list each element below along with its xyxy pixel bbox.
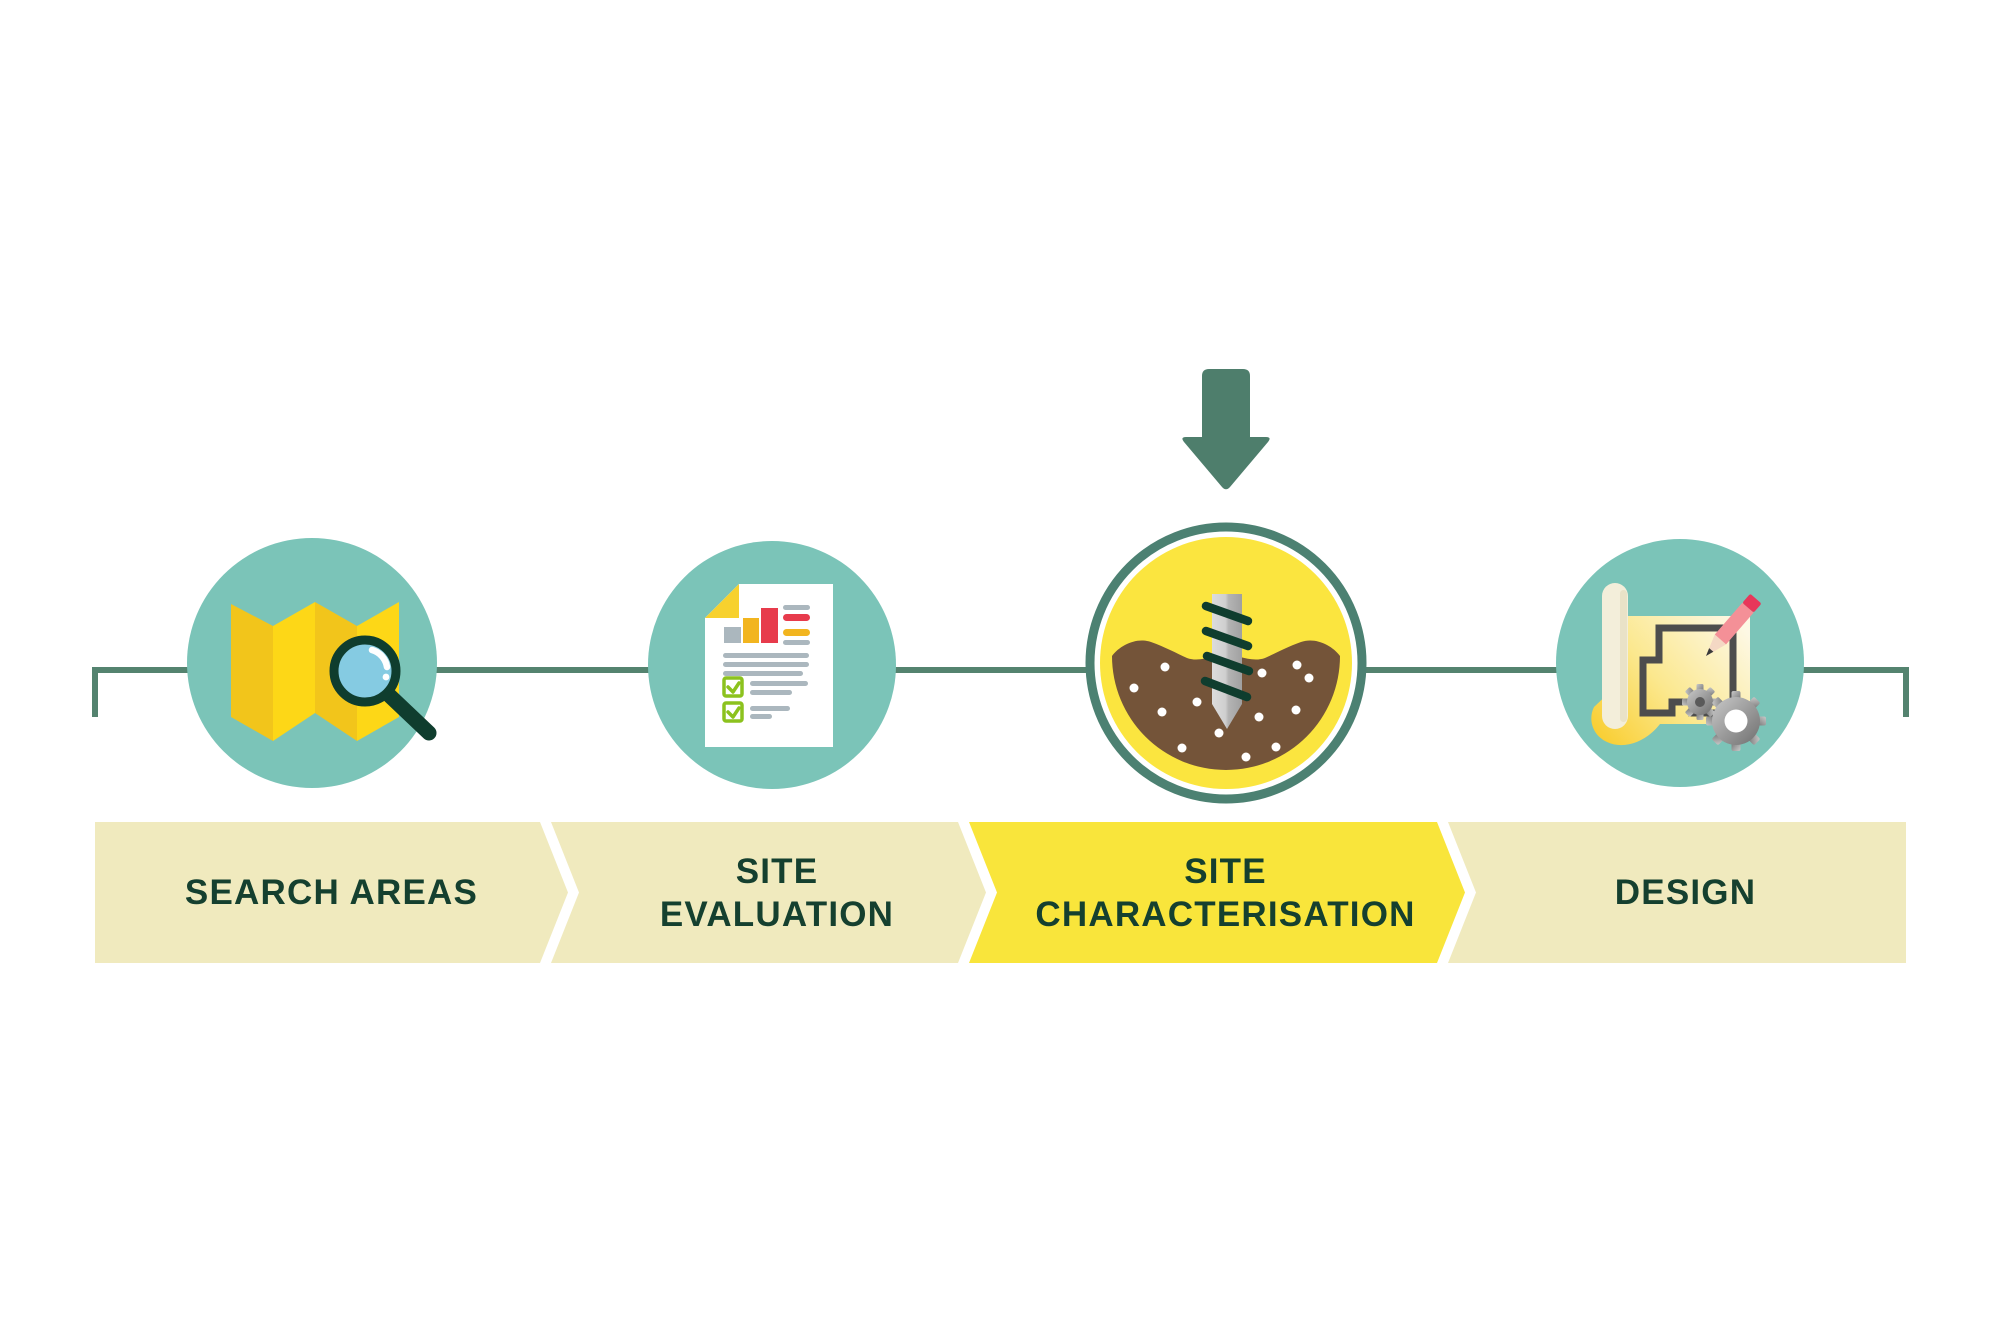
- soil-dots: [1129, 660, 1314, 762]
- stage-label-search-areas: SEARCH AREAS: [184, 873, 479, 912]
- stage-circle-search-areas: [187, 538, 437, 788]
- magnifier-handle: [382, 688, 437, 741]
- timeline-connector-line: [92, 667, 1909, 717]
- stage-chevron-design: [1448, 822, 1906, 963]
- floor-plan-outline: [1639, 624, 1737, 717]
- down-arrow-icon: [1182, 369, 1270, 490]
- pencil-icon: [1706, 594, 1761, 656]
- stage-label-design: DESIGN: [1614, 873, 1757, 912]
- map-magnifier-icon: [231, 602, 437, 741]
- report-checklist-icon: [705, 584, 833, 747]
- soil-auger-icon: [1112, 594, 1340, 770]
- stage-chevron-search-areas: [95, 822, 568, 963]
- stage-label-site-characterisation: SITE CHARACTERISATION: [1035, 851, 1416, 934]
- stage-banner: [95, 822, 1906, 963]
- stage-label-site-evaluation: SITE EVALUATION: [659, 851, 895, 934]
- blueprint-gears-icon: [1591, 583, 1766, 751]
- stage-circle-design: [1556, 539, 1804, 787]
- auger-flights: [1200, 601, 1254, 702]
- stage-circle-site-evaluation: [648, 541, 896, 789]
- gear-small-icon: [1682, 684, 1718, 720]
- magnifier-lens: [329, 635, 401, 707]
- stage-chevron-site-evaluation: [551, 822, 986, 963]
- stage-circle-site-characterisation: [1085, 522, 1367, 804]
- gear-large-icon: [1706, 691, 1766, 751]
- stage-chevron-site-characterisation: [969, 822, 1465, 963]
